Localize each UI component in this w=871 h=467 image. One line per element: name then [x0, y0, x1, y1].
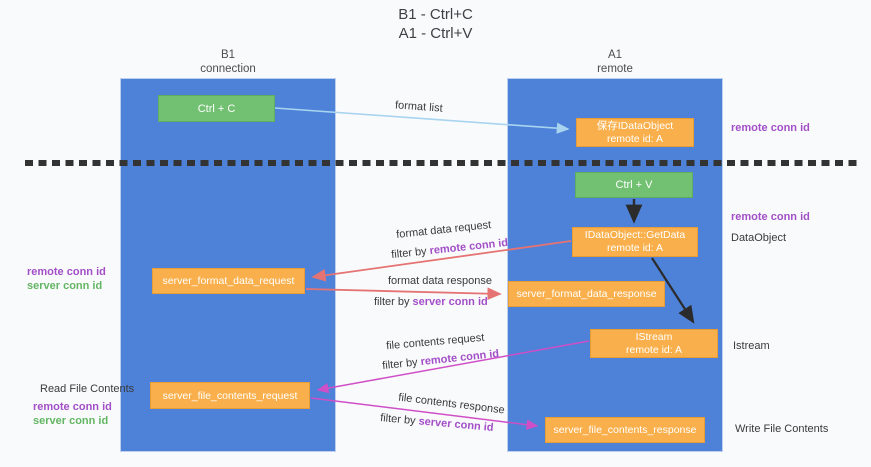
left-column-header: B1 connection [120, 48, 336, 76]
node-server-file-contents-response: server_file_contents_response [545, 417, 705, 443]
node-server-file-contents-response-label: server_file_contents_response [553, 424, 697, 436]
node-server-format-data-request-label: server_format_data_request [162, 275, 295, 287]
filter-by-text: filter by [374, 296, 410, 308]
right-column-header: A1 remote [507, 48, 723, 76]
annotation-remote-conn-id-mid-left: remote conn id [27, 266, 106, 278]
node-ctrl-c-label: Ctrl + C [197, 102, 236, 115]
slide-title: B1 - Ctrl+C A1 - Ctrl+V [0, 6, 871, 43]
node-server-file-contents-request: server_file_contents_request [150, 382, 310, 409]
node-server-format-data-response-label: server_format_data_response [516, 288, 657, 300]
annotation-read-file-contents: Read File Contents [40, 383, 135, 395]
annotation-server-conn-id-bottom-left: server conn id [33, 415, 109, 427]
edge-label-filter-by-server-1: filter by server conn id [374, 296, 488, 308]
edge-label-filter-by-server-2: filter by server conn id [380, 412, 494, 434]
right-column-title: A1 [607, 49, 623, 61]
node-ctrl-v: Ctrl + V [575, 172, 693, 198]
annotation-dataobject: DataObject [731, 232, 787, 244]
node-ctrl-c: Ctrl + C [158, 95, 275, 122]
node-save-idataobject-line2: remote id: A [606, 132, 663, 145]
title-line-1: B1 - Ctrl+C [398, 6, 473, 23]
edge-label-format-data-request: format data request [395, 219, 492, 241]
node-server-file-contents-request-label: server_file_contents_request [162, 389, 298, 402]
node-save-idataobject: 保存IDataObject remote id: A [576, 118, 694, 147]
node-idataobject-getdata: IDataObject::GetData remote id: A [572, 227, 698, 257]
node-server-format-data-response: server_format_data_response [508, 281, 665, 307]
filter-by-text: filter by [381, 356, 419, 373]
annotation-remote-conn-id-mid-right: remote conn id [731, 211, 810, 223]
annotation-server-conn-id-mid-left: server conn id [27, 280, 103, 292]
annotation-remote-conn-id-top-right: remote conn id [731, 122, 810, 134]
edge-label-filter-by-remote-1: filter by remote conn id [391, 237, 509, 261]
remote-conn-id-text: remote conn id [420, 347, 500, 369]
node-getdata-line1: IDataObject::GetData [584, 229, 686, 241]
annotation-istream: Istream [733, 340, 770, 352]
node-server-format-data-request: server_format_data_request [152, 268, 305, 294]
edge-label-format-list: format list [394, 99, 444, 115]
edge-label-file-contents-response: file contents response [397, 391, 506, 417]
node-save-idataobject-line1: 保存IDataObject [596, 119, 674, 132]
annotation-write-file-contents: Write File Contents [735, 423, 829, 435]
edge-label-format-data-response: format data response [388, 275, 492, 287]
title-line-2: A1 - Ctrl+V [398, 24, 473, 42]
filter-by-text: filter by [379, 412, 417, 428]
node-getdata-line2: remote id: A [606, 242, 663, 254]
node-ctrl-v-label: Ctrl + V [615, 179, 653, 191]
node-istream-line1: IStream [635, 330, 673, 343]
node-istream: IStream remote id: A [590, 329, 718, 358]
server-conn-id-text: server conn id [418, 415, 495, 434]
remote-conn-id-text: remote conn id [429, 236, 509, 258]
filter-by-text: filter by [390, 245, 428, 262]
edge-label-file-contents-request: file contents request [385, 331, 485, 353]
left-column-subtitle: connection [200, 63, 256, 75]
server-conn-id-text: server conn id [412, 296, 488, 308]
annotation-remote-conn-id-bottom-left: remote conn id [33, 401, 112, 413]
left-column-title: B1 [220, 49, 236, 61]
edge-label-filter-by-remote-2: filter by remote conn id [382, 348, 500, 372]
right-column-subtitle: remote [597, 63, 633, 75]
phase-separator-dashed-line [25, 160, 861, 166]
node-istream-line2: remote id: A [625, 343, 683, 356]
